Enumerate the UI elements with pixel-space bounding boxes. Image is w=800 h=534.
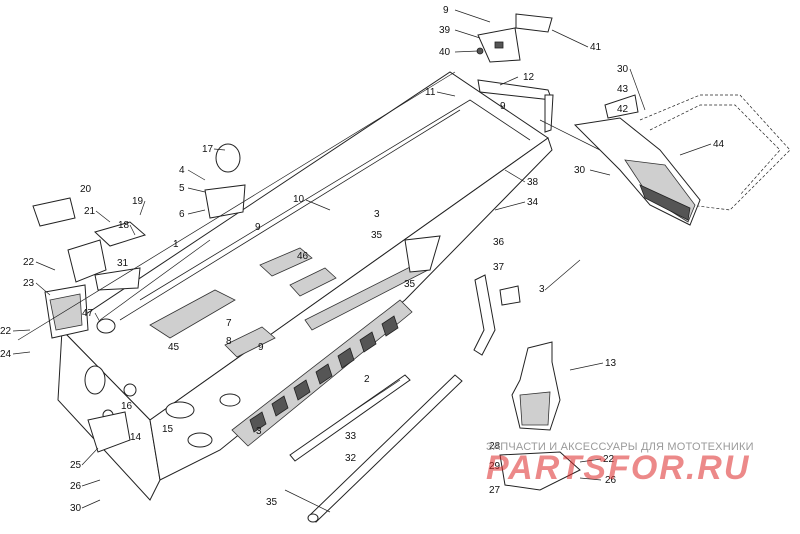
- label-36: 36: [493, 237, 505, 248]
- rear-brackets: [476, 13, 554, 133]
- label-22: 22: [603, 454, 615, 465]
- label-10: 10: [293, 194, 305, 205]
- label-44: 44: [713, 139, 725, 150]
- label-22: 22: [23, 257, 35, 268]
- watermark: ЗАПЧАСТИ И АКСЕССУАРЫ ДЛЯ МОТОТЕХНИКИ PA…: [486, 441, 796, 488]
- label-31: 31: [117, 258, 129, 269]
- label-11: 11: [425, 87, 436, 98]
- label-42: 42: [617, 104, 629, 115]
- watermark-tagline: ЗАПЧАСТИ И АКСЕССУАРЫ ДЛЯ МОТОТЕХНИКИ: [486, 441, 754, 453]
- watermark-logo: PARTSFOR.RU: [486, 449, 751, 487]
- label-9: 9: [500, 101, 506, 112]
- label-35: 35: [266, 497, 278, 508]
- label-43: 43: [617, 84, 629, 95]
- label-8: 8: [226, 336, 232, 347]
- label-4: 4: [179, 165, 185, 176]
- label-1: 1: [173, 239, 179, 250]
- label-14: 14: [130, 432, 142, 443]
- label-37: 37: [493, 262, 505, 273]
- label-9: 9: [443, 5, 449, 16]
- label-28: 28: [489, 441, 501, 452]
- label-12: 12: [523, 72, 535, 83]
- label-19: 19: [132, 196, 144, 207]
- slide-rails: [284, 374, 463, 523]
- label-25: 25: [70, 460, 82, 471]
- label-40: 40: [439, 47, 451, 58]
- label-30: 30: [70, 503, 82, 514]
- label-3: 3: [374, 209, 380, 220]
- label-47: 47: [82, 308, 94, 319]
- label-20: 20: [80, 184, 92, 195]
- label-21: 21: [84, 206, 96, 217]
- rear-bumper: [573, 94, 791, 226]
- label-18: 18: [118, 220, 130, 231]
- label-46: 46: [297, 251, 309, 262]
- label-38: 38: [527, 177, 539, 188]
- label-9: 9: [255, 222, 261, 233]
- label-6: 6: [179, 209, 185, 220]
- label-35: 35: [371, 230, 383, 241]
- label-2: 2: [364, 374, 370, 385]
- label-35: 35: [404, 279, 416, 290]
- label-34: 34: [527, 197, 539, 208]
- label-27: 27: [489, 485, 501, 496]
- label-41: 41: [590, 42, 602, 53]
- label-22: 22: [0, 326, 12, 337]
- label-33: 33: [345, 431, 357, 442]
- leader-lines: [12, 9, 712, 509]
- label-5: 5: [179, 183, 185, 194]
- label-26: 26: [605, 475, 617, 486]
- tunnel-assembly: [57, 71, 553, 501]
- label-3: 3: [256, 426, 262, 437]
- label-30: 30: [574, 165, 586, 176]
- label-7: 7: [226, 318, 232, 329]
- label-26: 26: [70, 481, 82, 492]
- front-parts: [32, 143, 441, 453]
- label-24: 24: [0, 349, 12, 360]
- label-39: 39: [439, 25, 451, 36]
- label-15: 15: [162, 424, 174, 435]
- callout-labels: 9 39 40 41 12 11 9 30 43 42 44 30 17 4 5…: [0, 5, 725, 514]
- label-32: 32: [345, 453, 357, 464]
- reference-lines: [17, 71, 601, 341]
- label-3: 3: [539, 284, 545, 295]
- label-45: 45: [168, 342, 180, 353]
- label-30: 30: [617, 64, 629, 75]
- label-13: 13: [605, 358, 617, 369]
- label-9: 9: [258, 342, 264, 353]
- label-17: 17: [202, 144, 214, 155]
- label-23: 23: [23, 278, 35, 289]
- label-29: 29: [489, 461, 501, 472]
- foot-support: [473, 274, 581, 491]
- label-16: 16: [121, 401, 133, 412]
